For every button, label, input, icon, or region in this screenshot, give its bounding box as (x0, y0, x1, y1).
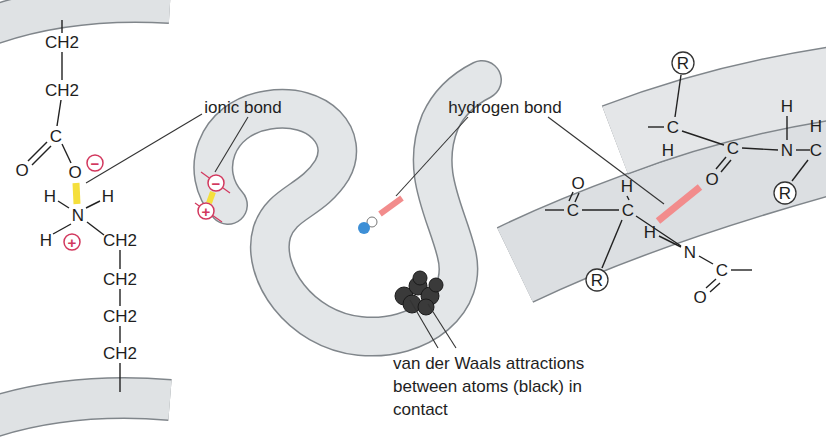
r-group-circle (586, 52, 796, 291)
atom-label: C (716, 262, 728, 279)
charge-circle (64, 155, 103, 250)
atom-label: H (662, 142, 674, 159)
atom-label: CH2 (45, 34, 79, 51)
atom-label: H (621, 178, 633, 195)
atom-label: O (68, 164, 81, 181)
atom-label: C (50, 128, 62, 145)
atom-label: C (622, 202, 634, 219)
atom-label: O (571, 175, 584, 192)
atom-label: H (644, 224, 656, 241)
ionic-bond-middle (195, 172, 230, 222)
atom-label: H (44, 188, 56, 205)
charge-sign: + (202, 204, 211, 219)
folded-protein-tube (213, 80, 482, 337)
atom-label: R (591, 272, 603, 289)
atom-label: H (102, 188, 114, 205)
protein-backbone-band (0, 3, 170, 418)
atom-label: H (40, 232, 52, 249)
atom-label: CH2 (103, 232, 137, 249)
charge-sign: − (91, 156, 100, 171)
atom-label: N (781, 142, 793, 159)
hydrogen-bond-right (658, 187, 700, 221)
atom-label: R (779, 185, 791, 202)
atom-label: C (810, 142, 822, 159)
atom-label: N (684, 244, 696, 261)
ionic-bond-left (76, 183, 77, 204)
atom-label: N (72, 207, 84, 224)
charge-sign: − (212, 176, 221, 191)
atom-label: R (677, 55, 689, 72)
charge-sign: + (68, 235, 77, 250)
atom-label: O (705, 171, 718, 188)
atom-label: O (15, 162, 28, 179)
atom-label: C (667, 119, 679, 136)
atom-label: H (810, 118, 822, 135)
atom-label: CH2 (103, 345, 137, 362)
hydrogen-bond-middle (358, 198, 402, 234)
atom-label: H (781, 98, 793, 115)
van-der-waals-atoms (395, 271, 443, 315)
atom-label: C (567, 202, 579, 219)
atom-label: CH2 (103, 308, 137, 325)
callout-label: hydrogen bond (448, 99, 561, 116)
atom-label: CH2 (103, 271, 137, 288)
chemical-bonds-left (28, 20, 120, 392)
leader-line (86, 114, 664, 348)
callout-label: ionic bond (204, 99, 282, 116)
atom-label: CH2 (45, 82, 79, 99)
atom-label: C (727, 140, 739, 157)
callout-label: van der Waals attractions between atoms … (393, 352, 633, 421)
atom-label: O (693, 289, 706, 306)
chemical-bonds-right (545, 75, 810, 292)
